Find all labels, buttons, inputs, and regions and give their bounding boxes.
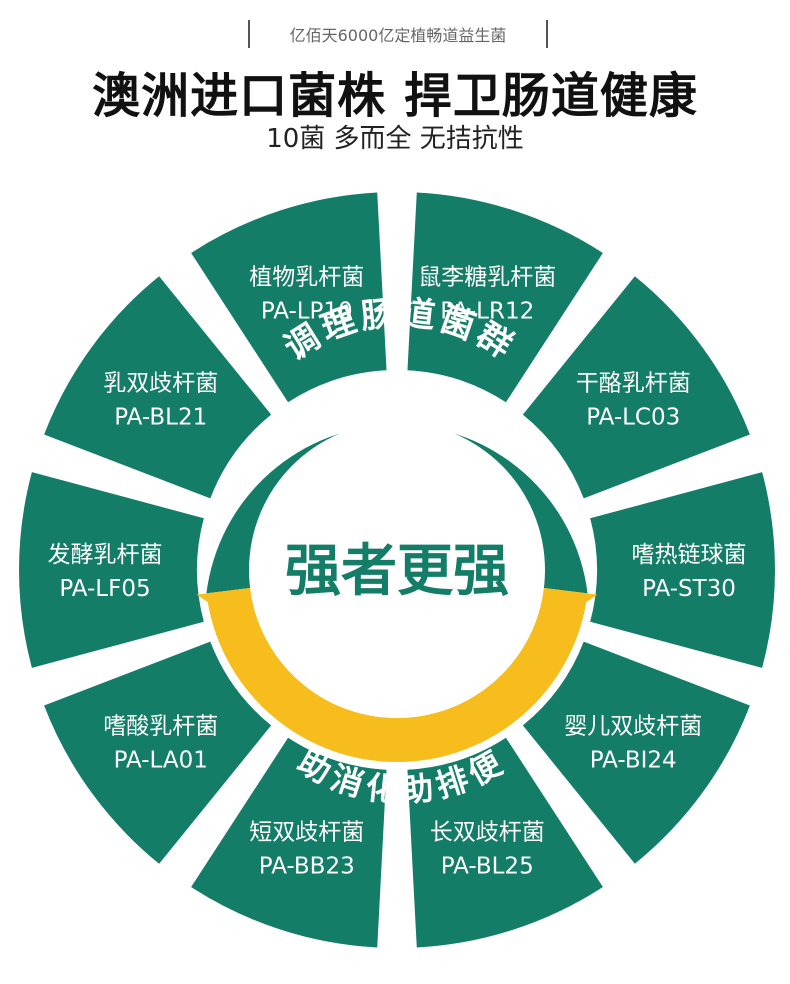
- segment-6: [191, 737, 387, 948]
- segment-code: PA-BB23: [259, 854, 355, 880]
- segment-code: PA-BI24: [590, 748, 677, 774]
- subheadline: 10菌 多而全 无拮抗性: [266, 124, 524, 154]
- segment-code: PA-LA01: [114, 748, 208, 774]
- center-text: 强者更强: [285, 539, 509, 604]
- segment-name: 长双歧杆菌: [430, 820, 545, 846]
- segment-7: [44, 641, 272, 864]
- headline: 澳洲进口菌株 捍卫肠道健康: [92, 68, 698, 124]
- segment-name: 发酵乳杆菌: [48, 542, 163, 568]
- segment-code: PA-LR12: [440, 298, 534, 324]
- segment-name: 嗜热链球菌: [632, 542, 747, 568]
- segment-1: [407, 192, 603, 403]
- segment-name: 乳双歧杆菌: [103, 370, 218, 396]
- ring-arrow-right: [533, 586, 598, 620]
- segment-8: [19, 472, 204, 668]
- segment-name: 干酪乳杆菌: [576, 370, 691, 396]
- segment-code: PA-BL21: [114, 404, 207, 430]
- segment-name: 植物乳杆菌: [249, 264, 364, 290]
- segments-layer: 鼠李糖乳杆菌 PA-LR12 干酪乳杆菌 PA-LC03 嗜热链球菌 PA-ST30 婴儿双…: [19, 192, 775, 948]
- segment-4: [522, 641, 750, 864]
- center-disc: [249, 422, 545, 718]
- segment-code: PA-LP10: [261, 298, 353, 324]
- segment-name: 短双歧杆菌: [249, 820, 364, 846]
- segment-name: 嗜酸乳杆菌: [103, 714, 218, 740]
- segment-code: PA-ST30: [642, 576, 736, 602]
- tagline: 亿佰天6000亿定植畅道益生菌: [248, 20, 548, 48]
- segment-3: [590, 472, 775, 668]
- segment-name: 婴儿双歧杆菌: [564, 714, 702, 740]
- segment-2: [522, 276, 750, 499]
- segment-9: [44, 276, 272, 499]
- segment-code: PA-LF05: [59, 576, 150, 602]
- segment-5: [407, 737, 603, 948]
- segment-10: [191, 192, 387, 403]
- ring-arrow-left: [196, 586, 261, 620]
- ring-bottom-yellow: [206, 588, 588, 763]
- segment-code: PA-BL25: [441, 854, 534, 880]
- segment-code: PA-LC03: [586, 404, 680, 430]
- segment-name: 鼠李糖乳杆菌: [418, 264, 556, 290]
